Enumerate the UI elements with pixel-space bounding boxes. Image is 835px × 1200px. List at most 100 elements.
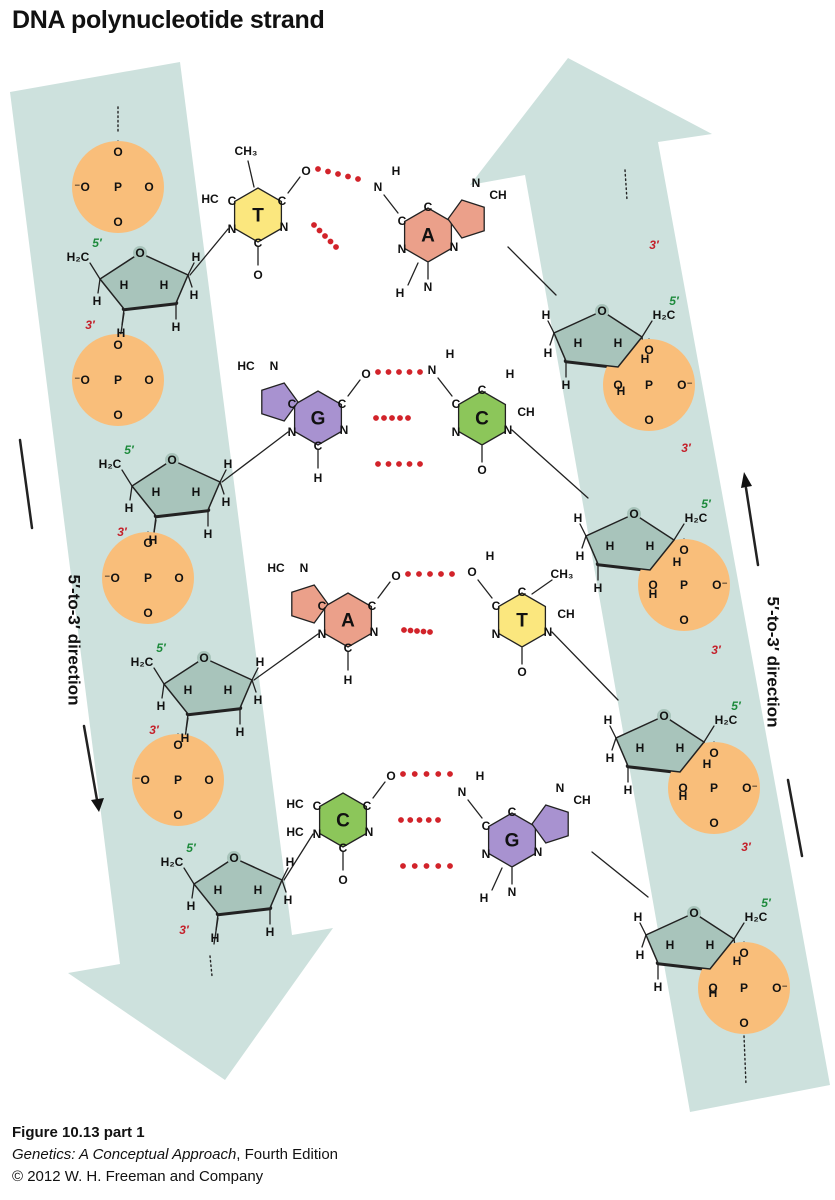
- ring-oxygen-bg: [227, 851, 241, 865]
- atom-label: N: [318, 627, 327, 641]
- bond-line: [219, 481, 225, 495]
- atom-label: O: [644, 413, 653, 427]
- base-ring5-G: [531, 804, 569, 844]
- atom-label: C: [254, 236, 263, 250]
- atom-label: H: [184, 683, 193, 697]
- atom-label: O: [113, 145, 122, 159]
- atom-label: O: [708, 981, 717, 995]
- atom-label: H: [641, 352, 650, 366]
- atom-label: C: [398, 214, 407, 228]
- atom-label: C: [368, 599, 377, 613]
- atom-label: C: [278, 194, 287, 208]
- three-prime-label: 3′: [149, 723, 160, 737]
- bond-line: [549, 332, 555, 346]
- hydrogen-bond-dot: [435, 863, 442, 869]
- hydrogen-bond-dot: [315, 166, 321, 172]
- ring-oxygen: O: [199, 651, 208, 665]
- atom-label: N: [340, 423, 349, 437]
- hydrogen-bonds: [311, 166, 455, 869]
- bond-line: [161, 683, 165, 699]
- phosphate-circle: [638, 539, 730, 631]
- atom-label: H: [666, 938, 675, 952]
- atom-label: H: [606, 539, 615, 553]
- atom-label: H: [636, 741, 645, 755]
- bond-line: [183, 867, 195, 885]
- hydrogen-bond-dot: [406, 369, 413, 375]
- phosphorus-atom: P: [174, 773, 182, 787]
- ring-oxygen: O: [597, 304, 606, 318]
- atom-label: CH: [573, 793, 590, 807]
- hydrogen-bond-dot: [316, 227, 323, 234]
- hydrogen-bond-dot: [335, 171, 341, 177]
- atom-label: H₂C: [161, 855, 184, 869]
- phosphate-circle: [132, 734, 224, 826]
- base-ring5-A: [447, 199, 485, 239]
- bond-line: [187, 274, 193, 288]
- bond-line: [551, 631, 619, 701]
- bond-line: [477, 579, 493, 599]
- hydrogen-bond-dot: [411, 771, 418, 777]
- direction-label-left: 5′-to-3′ direction: [65, 575, 84, 706]
- atom-label: N: [313, 827, 322, 841]
- hydrogen-bond-dot: [405, 571, 411, 577]
- atom-label: N: [452, 425, 461, 439]
- atom-label: C: [424, 200, 433, 214]
- atom-label: H: [574, 336, 583, 350]
- atom-label: H: [614, 336, 623, 350]
- base-letter-T: T: [516, 611, 528, 632]
- atom-label: H: [214, 883, 223, 897]
- atom-label: HC: [286, 797, 304, 811]
- atom-label: H₂C: [653, 308, 676, 322]
- hydrogen-bond-dot: [325, 168, 331, 175]
- five-prime-label: 5′: [186, 841, 197, 855]
- bond-line: [247, 160, 255, 188]
- bond-line: [187, 262, 195, 276]
- phosphorus-atom: P: [645, 378, 653, 392]
- atom-label: H: [117, 326, 126, 340]
- atom-label: H: [476, 769, 485, 783]
- ring-oxygen: O: [689, 906, 698, 920]
- atom-label: H: [676, 741, 685, 755]
- atom-label: H: [224, 683, 233, 697]
- oxygen-ion: O⁻: [677, 378, 693, 392]
- ring-oxygen: O: [629, 507, 638, 521]
- atom-label: N: [544, 625, 553, 639]
- atom-label: C: [228, 194, 237, 208]
- atom-label: H: [679, 789, 688, 803]
- sugar-ring: [615, 715, 706, 773]
- copyright-line: © 2012 W. H. Freeman and Company: [12, 1168, 264, 1185]
- phosphate-circle: [102, 532, 194, 624]
- oxygen-ion: O⁻: [712, 578, 728, 592]
- atom-label: H: [181, 731, 190, 745]
- base-letter-T: T: [252, 206, 264, 227]
- atom-label: N: [365, 825, 374, 839]
- sugar-ring: [192, 857, 283, 915]
- atom-label: N: [504, 423, 513, 437]
- sugar-ring: [162, 657, 253, 715]
- atom-label: N: [288, 425, 297, 439]
- bond-line: [673, 523, 685, 541]
- atom-label: O: [467, 565, 476, 579]
- atom-label: H: [160, 278, 169, 292]
- base-ring5-A: [291, 584, 329, 624]
- bond-line: [591, 851, 649, 898]
- bond-line: [121, 469, 133, 487]
- hydrogen-bond-dot: [427, 571, 433, 577]
- bond-line: [129, 485, 133, 501]
- atom-label: H: [192, 250, 201, 264]
- hydrogen-bond-dot: [311, 222, 317, 228]
- atom-label: H: [286, 855, 295, 869]
- atom-label: H₂C: [67, 250, 90, 264]
- hydrogen-bond-dot: [381, 415, 387, 421]
- atom-label: H: [709, 986, 718, 1000]
- three-prime-label: 3′: [85, 318, 96, 332]
- five-prime-label: 5′: [92, 236, 103, 250]
- hydrogen-bond-dot: [423, 863, 430, 869]
- hydrogen-bond-dot: [416, 817, 423, 823]
- atom-label: O: [709, 746, 718, 760]
- bond-line: [511, 429, 589, 499]
- hydrogen-bond-dot: [425, 817, 432, 823]
- atom-label: H: [636, 948, 645, 962]
- atom-label: CH: [557, 607, 574, 621]
- atom-label: C: [338, 397, 347, 411]
